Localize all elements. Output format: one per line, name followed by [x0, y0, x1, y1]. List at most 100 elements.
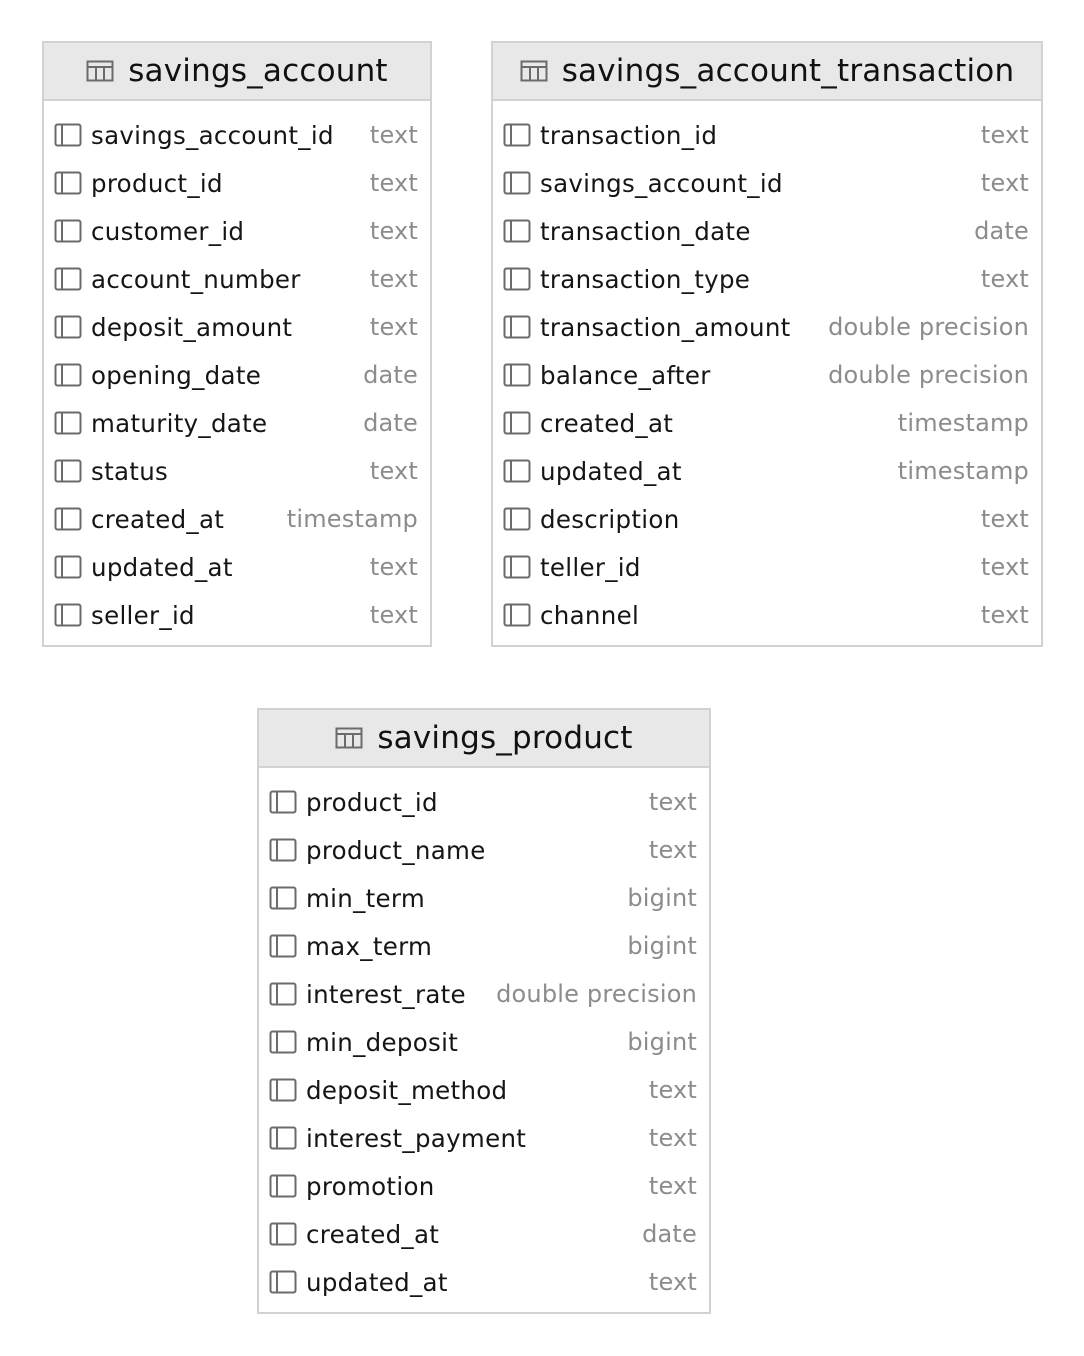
column-icon [503, 507, 531, 531]
column-type: bigint [627, 884, 697, 912]
column-name: teller_id [540, 552, 641, 582]
column-name: product_name [306, 835, 486, 865]
column-type: date [363, 361, 418, 389]
column-icon [503, 219, 531, 243]
column-row[interactable]: transaction_date date [493, 207, 1041, 255]
column-type: text [648, 1076, 697, 1104]
column-row[interactable]: created_at timestamp [493, 399, 1041, 447]
column-name: transaction_date [540, 216, 751, 246]
column-name: account_number [91, 264, 301, 294]
column-type: text [369, 601, 418, 629]
column-type: date [974, 217, 1029, 245]
column-row[interactable]: seller_id text [44, 591, 430, 639]
column-icon [269, 1174, 297, 1198]
column-name: created_at [540, 408, 674, 438]
column-row[interactable]: opening_date date [44, 351, 430, 399]
column-row[interactable]: updated_at timestamp [493, 447, 1041, 495]
column-icon [54, 123, 82, 147]
column-icon [503, 171, 531, 195]
table-header[interactable]: savings_product [259, 710, 709, 768]
column-icon [269, 838, 297, 862]
column-type: bigint [627, 1028, 697, 1056]
column-icon [54, 171, 82, 195]
column-type: text [980, 601, 1029, 629]
table-title: savings_account [128, 53, 388, 89]
column-name: min_deposit [306, 1027, 459, 1057]
column-type: text [980, 505, 1029, 533]
column-name: product_id [306, 787, 438, 817]
column-type: timestamp [897, 409, 1029, 437]
column-icon [54, 603, 82, 627]
column-type: text [980, 265, 1029, 293]
column-type: text [648, 836, 697, 864]
column-row[interactable]: min_deposit bigint [259, 1018, 709, 1066]
column-row[interactable]: description text [493, 495, 1041, 543]
column-icon [503, 315, 531, 339]
column-row[interactable]: transaction_amount double precision [493, 303, 1041, 351]
column-icon [54, 411, 82, 435]
column-name: description [540, 504, 680, 534]
column-name: product_id [91, 168, 223, 198]
column-name: updated_at [540, 456, 682, 486]
table-header[interactable]: savings_account [44, 43, 430, 101]
column-name: status [91, 456, 169, 486]
column-row[interactable]: account_number text [44, 255, 430, 303]
column-icon [269, 886, 297, 910]
column-type: text [648, 1268, 697, 1296]
column-type: text [369, 121, 418, 149]
column-name: transaction_amount [540, 312, 791, 342]
column-row[interactable]: product_name text [259, 826, 709, 874]
column-name: savings_account_id [91, 120, 334, 150]
column-type: text [980, 553, 1029, 581]
column-type: text [648, 1124, 697, 1152]
table-header[interactable]: savings_account_transaction [493, 43, 1041, 101]
column-type: timestamp [897, 457, 1029, 485]
column-name: interest_rate [306, 979, 466, 1009]
column-type: timestamp [286, 505, 418, 533]
column-icon [503, 411, 531, 435]
column-name: customer_id [91, 216, 245, 246]
column-row[interactable]: savings_account_id text [44, 111, 430, 159]
column-name: opening_date [91, 360, 262, 390]
table-title: savings_product [377, 720, 633, 756]
table-savings-account-transaction[interactable]: savings_account_transaction transaction_… [491, 41, 1043, 647]
column-icon [54, 219, 82, 243]
column-name: updated_at [306, 1267, 448, 1297]
column-type: double precision [828, 313, 1029, 341]
column-name: balance_after [540, 360, 711, 390]
column-icon [269, 1270, 297, 1294]
column-type: text [980, 121, 1029, 149]
column-row[interactable]: teller_id text [493, 543, 1041, 591]
column-icon [503, 123, 531, 147]
column-name: seller_id [91, 600, 195, 630]
column-icon [269, 790, 297, 814]
column-row[interactable]: updated_at text [259, 1258, 709, 1306]
column-type: text [648, 1172, 697, 1200]
column-type: text [369, 265, 418, 293]
